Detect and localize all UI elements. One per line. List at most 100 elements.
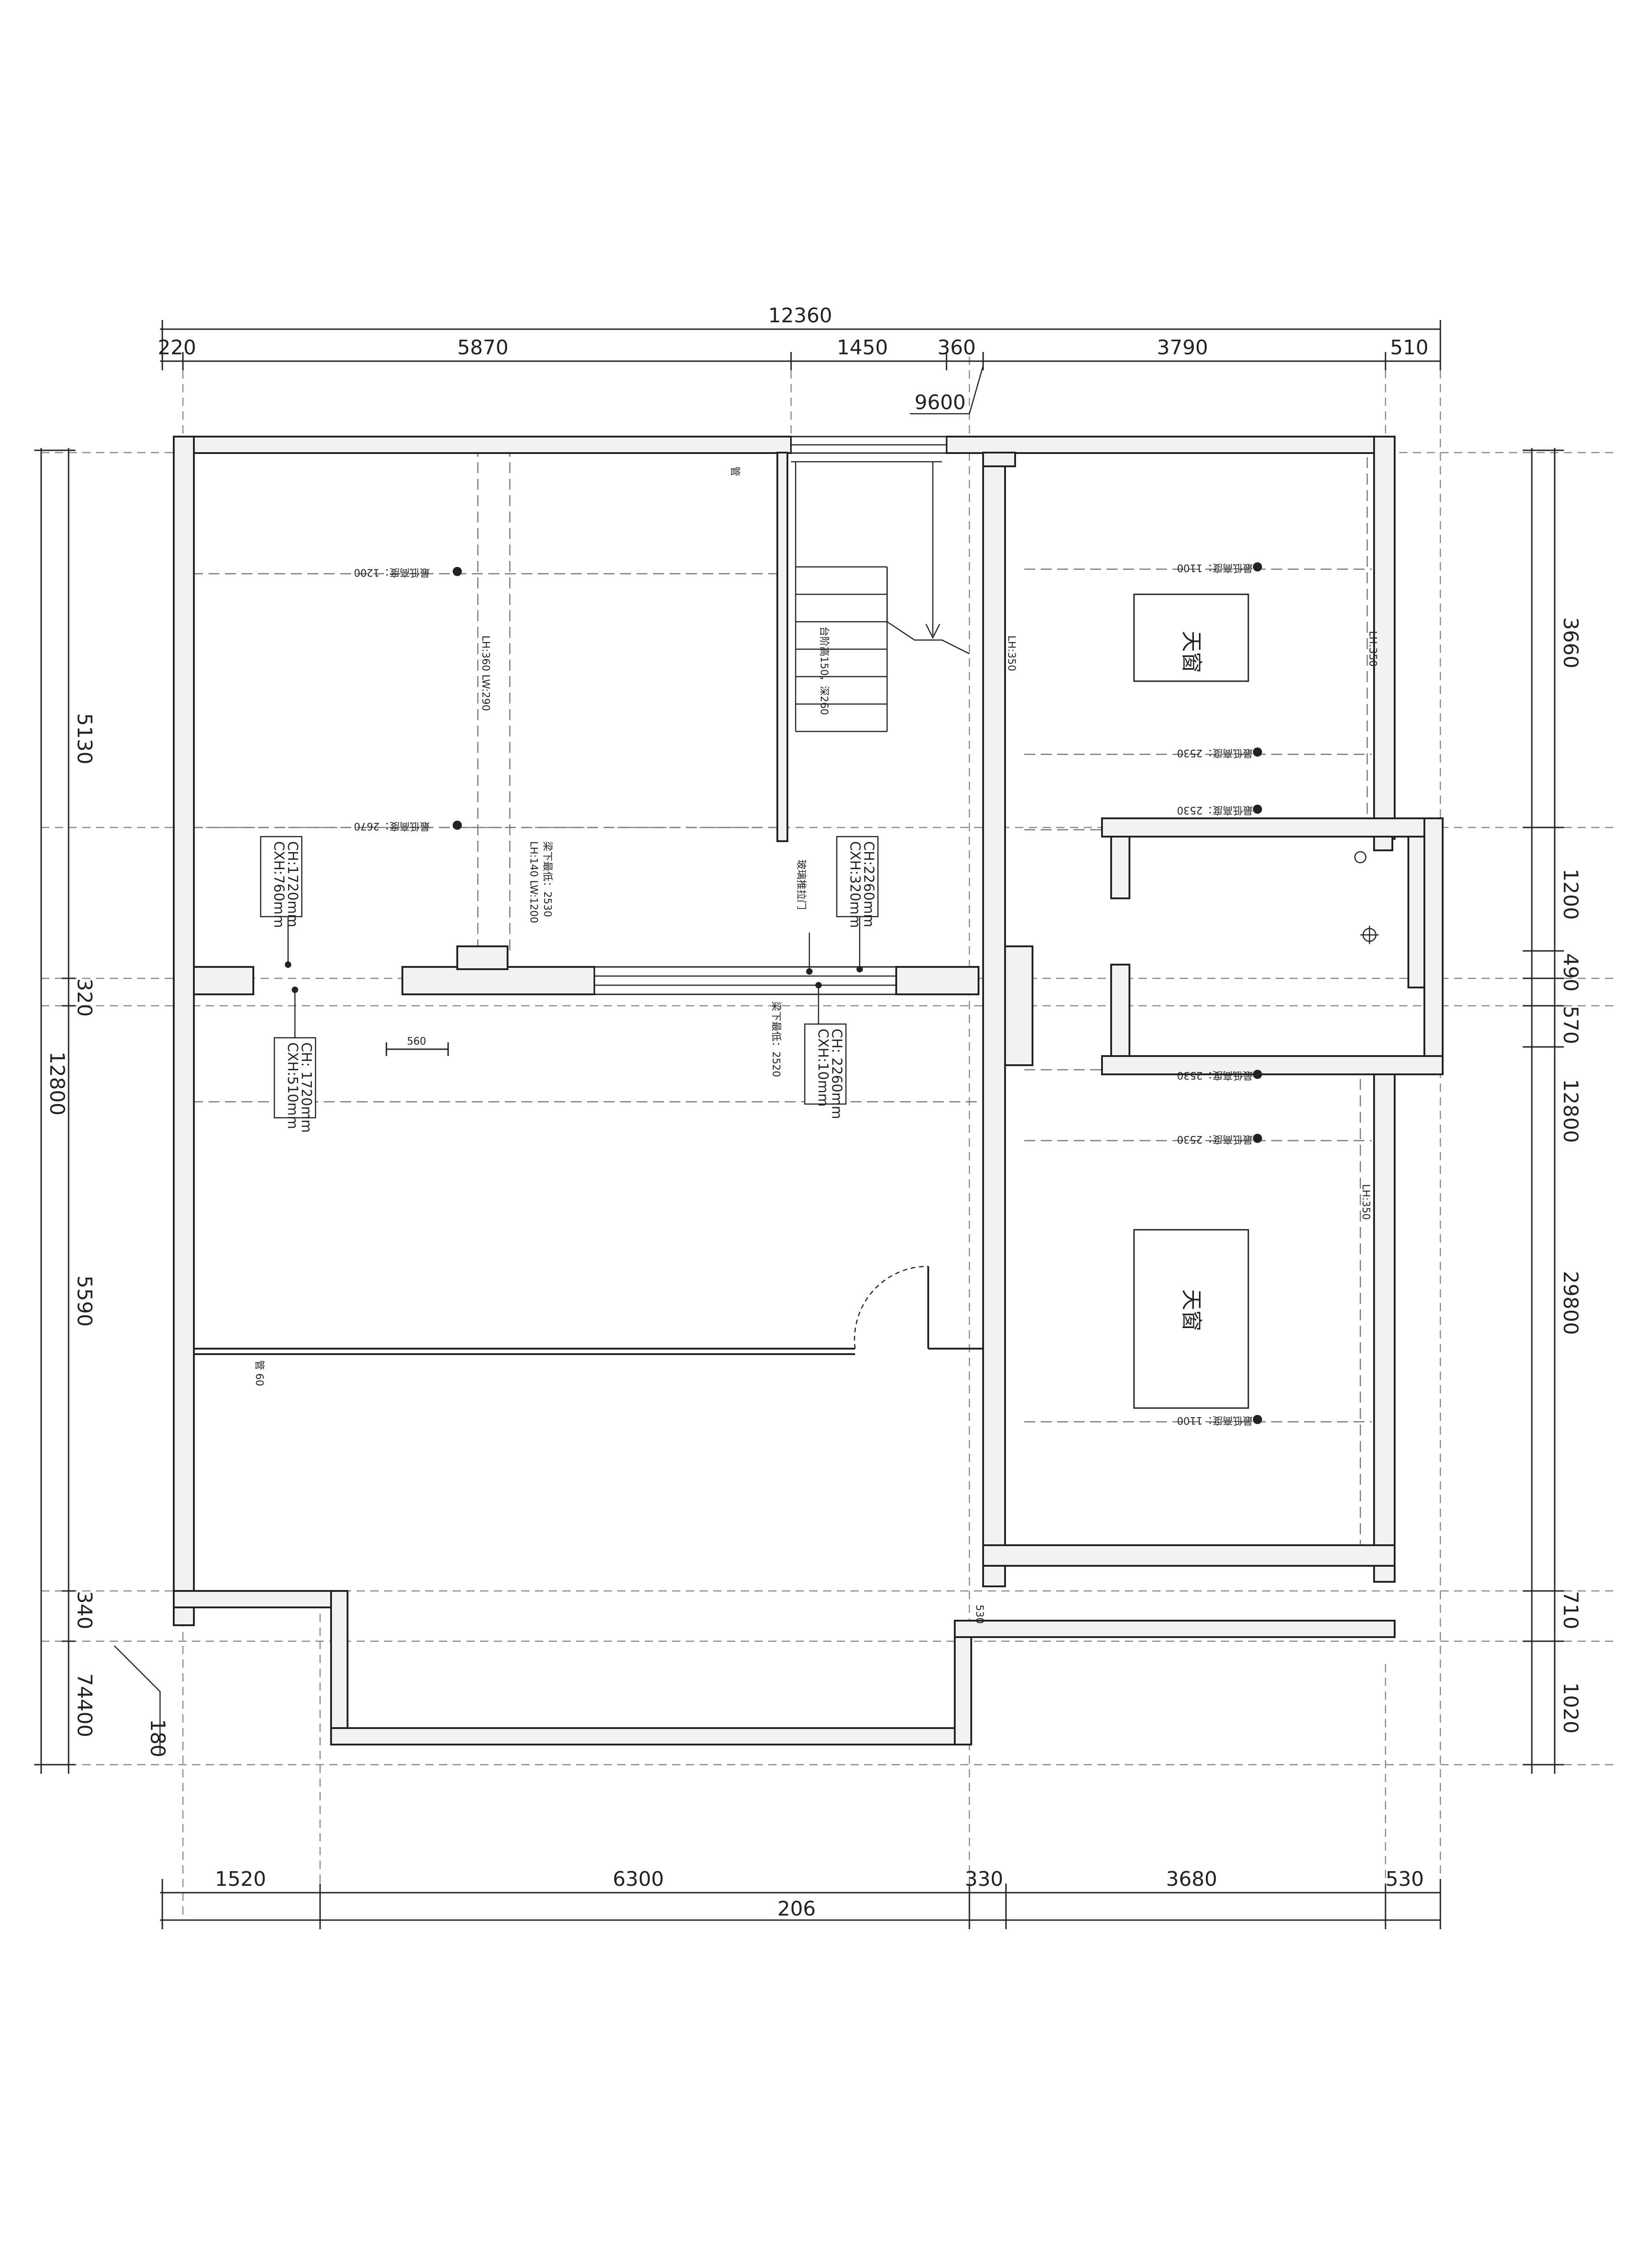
dim-left-2: 12800 [45,1051,69,1115]
dim-right-7: 710 [1559,1591,1582,1629]
wall-bulge-top [1101,817,1444,838]
dim-right-3: 570 [1559,1006,1582,1044]
dim-right-0: 3660 [1559,617,1582,668]
dim-left-3: 5590 [73,1275,96,1327]
dimensions-bottom: 1520 6300 330 3680 530 206 [160,1868,1441,1929]
wall-right-lower [1373,1073,1396,1583]
wall-right-top [982,452,1016,467]
wall-bulge-left-a [1110,836,1130,899]
dim-top-2: 1450 [837,336,888,359]
svg-text:530: 530 [974,1605,985,1624]
svg-text:CH:2260mm: CH:2260mm [861,841,877,927]
dim-right-1: 1200 [1559,869,1582,920]
dim-top-0: 220 [158,336,196,359]
tag-left-upper: CH:1720mm CXH:760mm [260,836,303,968]
svg-text:CXH:10mm: CXH:10mm [815,1029,831,1107]
dim-right-5: 12800 [1559,1079,1582,1143]
mark-a: 最低高度：1200 [354,566,430,578]
dim-bottom-4: 530 [1386,1868,1424,1891]
dim-top-3: 360 [937,336,976,359]
lh350-a: LH:350 [1006,635,1017,671]
wall-bottom-right [954,1620,1396,1638]
dim-right-2: 490 [1559,953,1582,992]
wall-bump-right [954,1620,972,1745]
wall-mid-right [895,966,979,995]
wall-left [173,436,195,1626]
wall-bulge-inner [1373,836,1393,851]
tag-mid-upper: CH:2260mm CXH:320mm [806,836,879,975]
svg-text:CH:1720mm: CH:1720mm [284,841,300,927]
wall-stair [776,452,788,842]
door-swing [854,1265,929,1349]
dim-top-1: 5870 [457,336,508,359]
svg-text:560: 560 [407,1036,426,1047]
stairs: 台阶高150，深260 [791,461,970,732]
dim-top-5: 510 [1390,336,1428,359]
wall-bump-left [330,1590,348,1743]
wall-mid-pillar [456,945,508,970]
skylight-lower: 天窗 [1133,1229,1249,1409]
dim-bottom-3: 3680 [1166,1868,1217,1891]
tag-mid-lower: CH: 2260mm CXH:10mm [804,982,847,1119]
pipe-a: 管 [729,466,740,476]
mark-h: 最低高度：1100 [1177,1414,1253,1426]
dim-bottom-total: 206 [777,1897,816,1921]
dim-left-0: 5130 [73,713,96,764]
dim-bottom-2: 330 [965,1868,1003,1891]
wall-left-stub [193,966,254,995]
mark-g: 最低高度：2530 [1177,1133,1253,1145]
beam-note-a-dims: LH:140 LW:1200 [528,841,539,923]
svg-text:CXH:510mm: CXH:510mm [284,1042,300,1129]
wall-bulge-bottom [1101,1055,1444,1075]
wall-bulge-right [1423,817,1444,1075]
wall-bulge-inner-b [1407,836,1425,988]
beam-note-b: LH:360 LW:290 [480,635,491,711]
wall-right-bottom [982,1544,1396,1567]
svg-text:CH: 2260mm: CH: 2260mm [829,1029,845,1119]
svg-text:CXH:760mm: CXH:760mm [271,841,287,928]
glass-door-note: 玻璃推拉门 [795,859,807,910]
wall-bottom-left [173,1590,348,1608]
svg-text:CXH:320mm: CXH:320mm [847,841,863,928]
dim-bottom-1: 6300 [613,1868,664,1891]
dim-left-5: 74400 [73,1673,96,1737]
skylight-upper: 天窗 [1133,593,1249,682]
dim-560: 560 [385,1036,449,1056]
dim-left-4: 340 [73,1591,96,1629]
skylight-upper-label: 天窗 [1179,631,1204,673]
mark-c: 最低高度：1100 [1177,562,1253,573]
lh350-b: LH:350 [1367,631,1378,667]
annotations: LH:360 LW:290 梁下最低：2530 LH:140 LW:1200 玻… [253,466,1378,1426]
dimensions-right: 3660 1200 490 570 12800 29800 710 1020 [1523,448,1582,1774]
mark-d: 最低高度：2530 [1177,747,1253,758]
wall-center-bump [1004,945,1033,1066]
tag-left-lower: CH: 1720mm CXH:510mm [273,987,316,1133]
svg-text:CH: 1720mm: CH: 1720mm [298,1042,314,1133]
dimensions-top: 12360 220 5870 1450 360 3790 510 9600 [158,304,1441,415]
mark-b: 最低高度：2670 [354,820,430,832]
skylight-lower-label: 天窗 [1179,1289,1204,1331]
dim-right-8: 1020 [1559,1682,1582,1734]
beam-note-c: 梁下最低：2520 [770,1001,781,1077]
mark-f: 最低高度：2530 [1177,1069,1253,1081]
wall-bulge-left-b [1110,964,1130,1057]
mark-e: 最低高度：2530 [1177,804,1253,816]
wall-bottom [330,1727,972,1745]
walls [173,436,1444,1745]
dim-top-total: 12360 [768,304,832,327]
wall-top-left [173,436,792,454]
pipe-b: 管 60 [253,1360,265,1386]
dim-left-1: 320 [73,978,96,1017]
beam-note-a: 梁下最低：2530 [541,841,553,917]
dim-left-inner: 180 [146,1719,169,1757]
stairs-note: 台阶高150，深260 [818,626,829,715]
wall-top-right [946,436,1396,454]
dim-bottom-0: 1520 [215,1868,266,1891]
wall-center [982,452,1006,1587]
dim-top-sub: 9600 [915,391,966,414]
bathroom-fixtures [1354,851,1379,944]
dim-top-4: 3790 [1157,336,1208,359]
wall-mid-left [401,966,595,995]
lh350-c: LH:350 [1360,1184,1371,1220]
